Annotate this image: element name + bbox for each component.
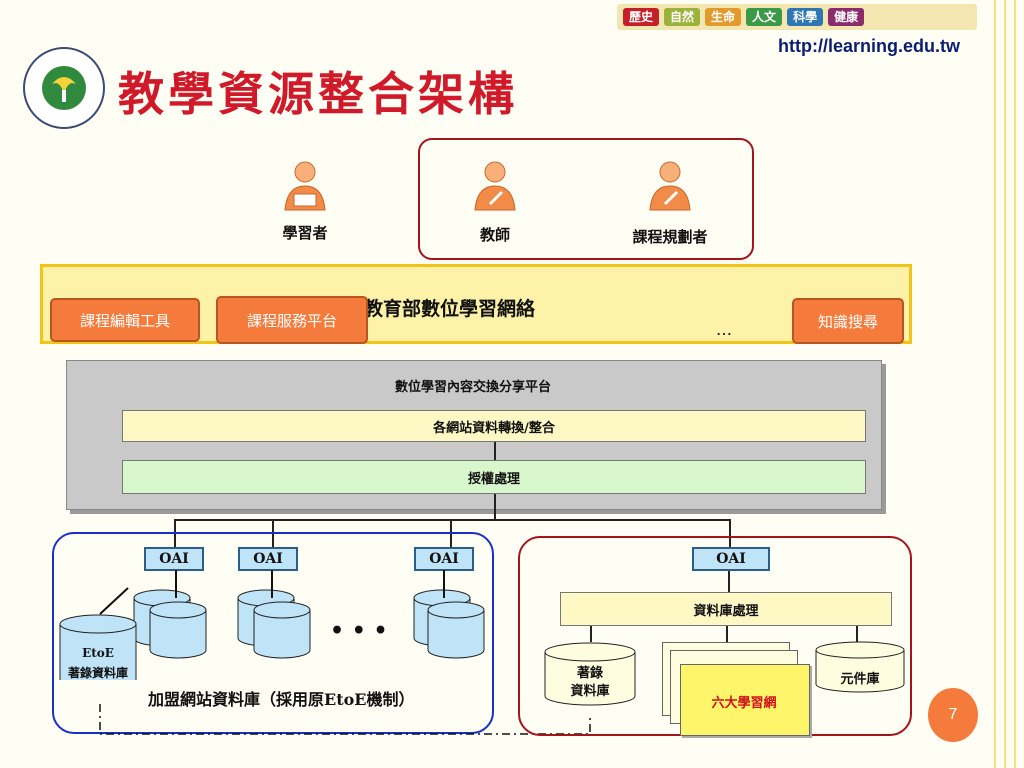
platform-title: 數位學習內容交換分享平台 (394, 380, 551, 395)
ministry-logo (22, 46, 106, 130)
six-nets-label: 六大學習網 (711, 696, 777, 711)
catalog-db-label-1: 著錄 (576, 666, 603, 681)
six-nets-card (680, 664, 810, 736)
component-db-icon (815, 641, 905, 693)
site-url[interactable]: http://learning.edu.tw (778, 36, 960, 56)
knowledge-search-button[interactable]: 知識搜尋 (792, 298, 904, 344)
page-title: 教學資源整合架構 (118, 67, 518, 121)
etoe-title: EtoE (82, 646, 114, 660)
oai-node-3: OAI (414, 547, 474, 571)
dashed-link (99, 704, 591, 735)
oai-node-1: OAI (144, 547, 204, 571)
tab-history[interactable]: 歷史 (623, 8, 660, 26)
license-bar: 授權處理 (122, 460, 866, 494)
member-sites-box (52, 532, 494, 734)
page-number: 7 (948, 706, 958, 723)
category-tabs: 歷史 自然 生命 人文 科學 健康 (617, 4, 977, 30)
tab-humanities[interactable]: 人文 (746, 8, 783, 26)
etoe-subtitle: 著錄資料庫 (67, 666, 128, 680)
ellipsis-dots: • • • (330, 618, 388, 644)
course-service-button[interactable]: 課程服務平台 (216, 296, 368, 344)
tab-life[interactable]: 生命 (705, 8, 742, 26)
teacher-icon (472, 160, 518, 212)
teacher-label: 教師 (479, 226, 510, 244)
course-editor-button[interactable]: 課程編輯工具 (50, 298, 200, 342)
tab-science[interactable]: 科學 (787, 8, 824, 26)
db-process-bar: 資料庫處理 (560, 592, 892, 626)
catalog-db-icon (544, 642, 636, 706)
tab-health[interactable]: 健康 (828, 8, 865, 26)
member-sites-caption: 加盟網站資料庫（採用原EtoE機制） (148, 690, 415, 709)
oai-node-2: OAI (238, 547, 298, 571)
planner-icon (647, 160, 693, 212)
portal-ellipsis: … (716, 320, 732, 339)
member-databases (59, 570, 485, 680)
teacher-group-box (418, 138, 754, 260)
learner-label: 學習者 (282, 224, 328, 242)
catalog-db-label-2: 資料庫 (570, 684, 610, 699)
portal-title: 教育部數位學習網絡 (364, 298, 536, 320)
learner-icon (282, 160, 328, 212)
data-convert-bar: 各網站資料轉換/整合 (122, 410, 866, 442)
oai-node-4: OAI (692, 547, 770, 571)
component-db-label: 元件庫 (840, 672, 880, 687)
planner-label: 課程規劃者 (632, 228, 708, 246)
tab-nature[interactable]: 自然 (664, 8, 701, 26)
page-number-badge: 7 (928, 688, 978, 742)
